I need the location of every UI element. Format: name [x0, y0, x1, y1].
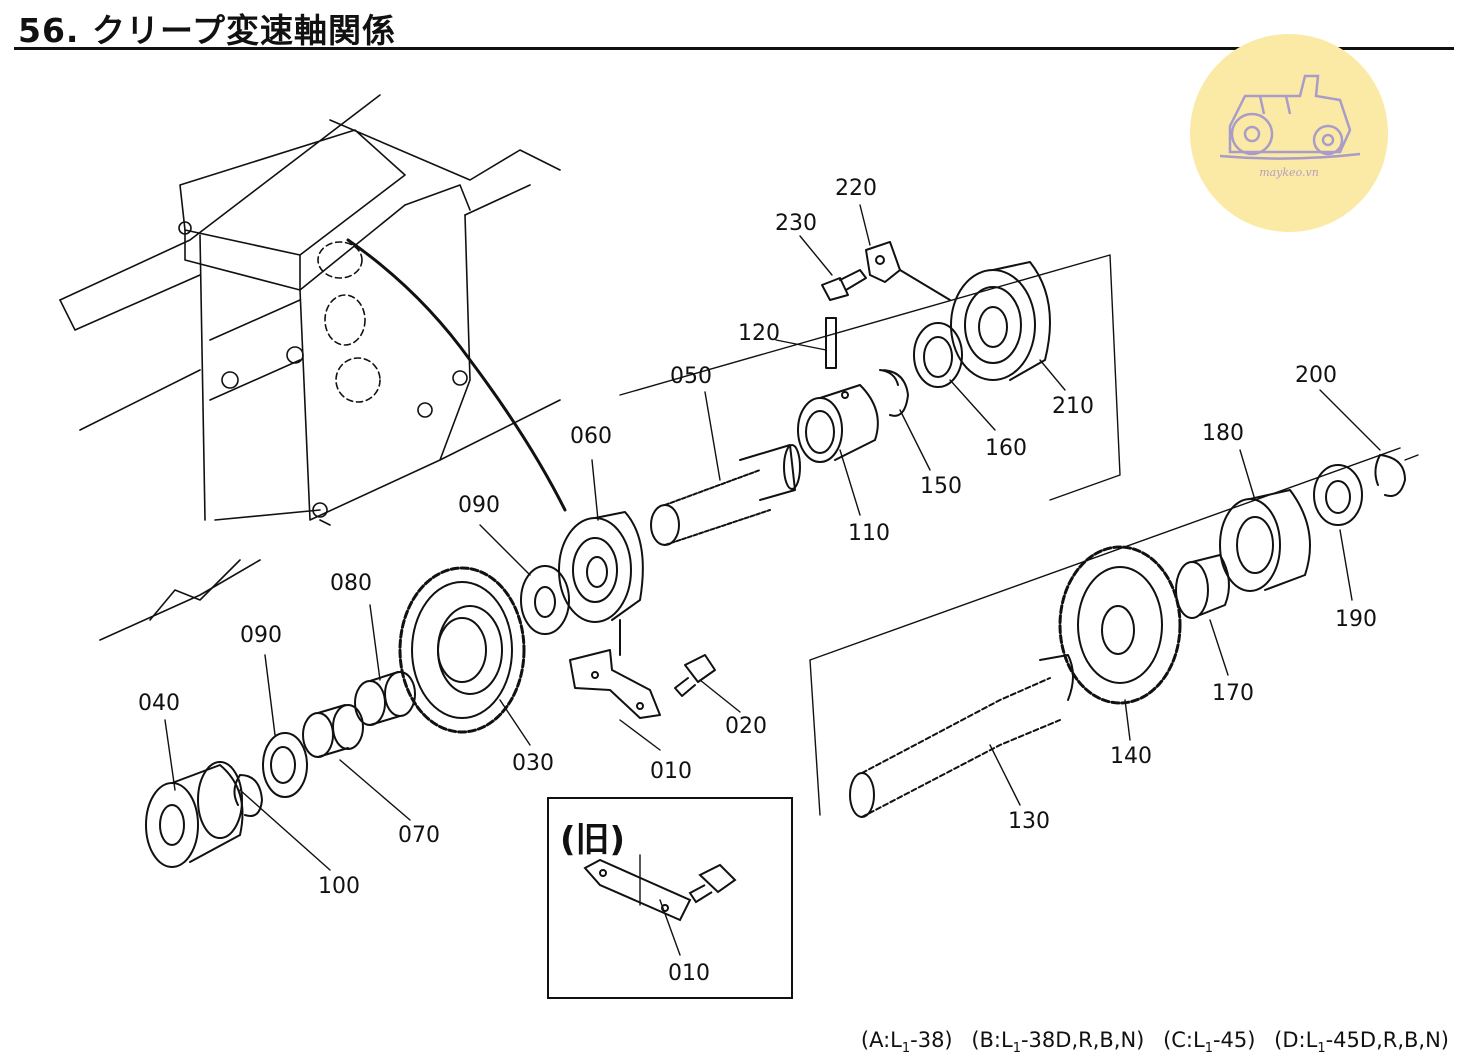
- label-140: 140: [1110, 744, 1152, 769]
- part-020-bolt: [674, 654, 716, 697]
- label-180: 180: [1202, 421, 1244, 446]
- label-160: 160: [985, 436, 1027, 461]
- label-190: 190: [1335, 607, 1377, 632]
- label-100: 100: [318, 874, 360, 899]
- part-180-bearing: [1219, 489, 1311, 592]
- part-070-needle-bearing: [302, 704, 364, 758]
- label-050: 050: [670, 364, 712, 389]
- part-010-plate: [569, 619, 661, 719]
- model-applicability-footer: (A:L1-38) (B:L1-38D,R,B,N) (C:L1-45) (D:…: [849, 1028, 1449, 1056]
- part-210-bearing: [950, 261, 1051, 381]
- label-200: 200: [1295, 363, 1337, 388]
- label-070: 070: [398, 823, 440, 848]
- part-160-washer: [913, 322, 963, 388]
- part-140-gear: [1058, 545, 1182, 705]
- part-220-plate: [865, 241, 951, 301]
- part-190-washer: [1313, 464, 1363, 526]
- part-040-coupling: [145, 761, 244, 868]
- label-040: 040: [138, 691, 180, 716]
- logo-text: maykeo.vn: [1259, 166, 1319, 179]
- part-030-gear: [398, 566, 526, 734]
- footer-item-d: (D:L1-45D,R,B,N): [1274, 1028, 1449, 1057]
- part-090-washer-lower: [262, 732, 308, 798]
- label-090-upper: 090: [458, 493, 500, 518]
- part-050-shaft: [650, 444, 801, 546]
- part-110-sleeve: [797, 384, 879, 463]
- footer-item-c: (C:L1-45): [1163, 1028, 1256, 1057]
- label-010: 010: [650, 759, 692, 784]
- part-230-bolt: [821, 269, 867, 301]
- part-090-washer-upper: [520, 565, 570, 635]
- label-080: 080: [330, 571, 372, 596]
- label-020: 020: [725, 714, 767, 739]
- label-220: 220: [835, 176, 877, 201]
- label-150: 150: [920, 474, 962, 499]
- old-type-inset-box: [547, 797, 793, 999]
- label-030: 030: [512, 751, 554, 776]
- part-150-circlip: [879, 369, 909, 417]
- footer-item-b: (B:L1-38D,R,B,N): [971, 1028, 1145, 1057]
- part-200-circlip: [1374, 454, 1406, 497]
- tractor-icon: [1219, 74, 1361, 160]
- label-210: 210: [1052, 394, 1094, 419]
- page-title: 56. クリープ変速軸関係: [18, 11, 396, 50]
- watermark-logo: maykeo.vn: [1190, 34, 1388, 232]
- label-090-lower: 090: [240, 623, 282, 648]
- label-170: 170: [1212, 681, 1254, 706]
- part-170-sleeve: [1175, 554, 1230, 619]
- label-110: 110: [848, 521, 890, 546]
- label-230: 230: [775, 211, 817, 236]
- part-120-pin: [825, 317, 849, 399]
- transmission-housing: [59, 94, 567, 641]
- label-130: 130: [1008, 809, 1050, 834]
- label-inset-010: 010: [668, 961, 710, 986]
- part-130-shaft: [849, 654, 1074, 818]
- inset-old-type-label: (旧): [560, 820, 626, 860]
- part-060-bearing: [558, 511, 644, 623]
- label-060: 060: [570, 424, 612, 449]
- title-divider: [14, 47, 1454, 50]
- footer-item-a: (A:L1-38): [860, 1028, 953, 1057]
- label-120: 120: [738, 321, 780, 346]
- inset-plate-and-bolt: [583, 858, 737, 922]
- part-100-circlip: [233, 774, 263, 817]
- part-080-needle-bearing: [354, 671, 416, 726]
